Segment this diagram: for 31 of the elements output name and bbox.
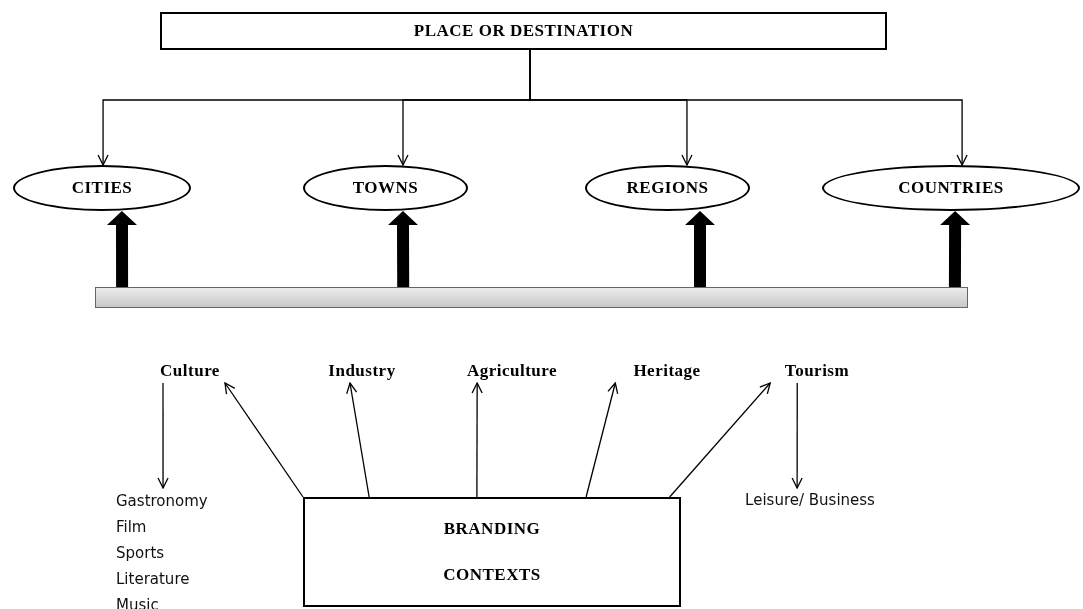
arrow [157, 382, 169, 489]
list-item: Film [116, 517, 147, 538]
arrow [585, 382, 619, 498]
list-item: Gastronomy [116, 491, 208, 512]
category-label: Culture [140, 359, 240, 383]
arrow [529, 49, 968, 166]
node-label: REGIONS [626, 178, 709, 198]
node-label: BRANDING CONTEXTS [442, 518, 542, 586]
base-bar [95, 287, 968, 308]
process-box [303, 497, 681, 607]
category-label: Tourism [765, 359, 869, 383]
category-label: Heritage [612, 359, 722, 383]
block-arrow [388, 211, 418, 287]
arrow [471, 382, 483, 498]
arrow [791, 382, 803, 489]
arrow [224, 382, 304, 498]
category-label: Agriculture [445, 359, 579, 383]
arrow [669, 382, 771, 498]
node-label: COUNTRIES [898, 178, 1004, 198]
list-item: Sports [116, 543, 165, 564]
process-box [160, 12, 887, 50]
category-label: Industry [312, 359, 412, 383]
list-item: Leisure/ Business [718, 488, 902, 512]
node-label: CITIES [71, 178, 133, 198]
node-label: TOWNS [352, 178, 419, 198]
block-arrow [685, 211, 715, 287]
list-item: Literature [116, 569, 190, 590]
block-arrow [107, 211, 137, 287]
arrow [346, 382, 370, 498]
block-arrow [940, 211, 971, 287]
node-label: PLACE OR DESTINATION [413, 21, 634, 41]
